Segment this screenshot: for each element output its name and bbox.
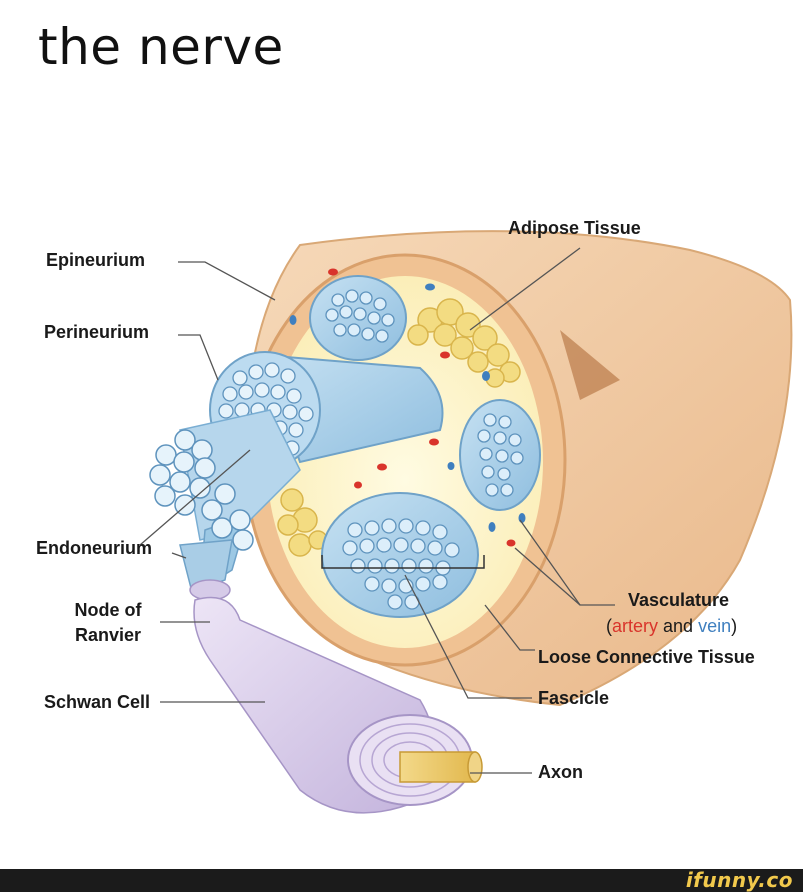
leader-lines	[139, 247, 615, 774]
label-node-line1: Node of	[74, 600, 142, 620]
label-node-of-ranvier: Node of Ranvier	[58, 600, 158, 646]
label-vein: vein	[698, 616, 732, 636]
label-artery-vein: (artery and vein)	[606, 616, 737, 637]
watermark-logo: ifunny.co	[685, 868, 793, 892]
axon-dots	[325, 289, 524, 610]
blood-vessels	[289, 268, 526, 547]
adipose-tissue	[277, 298, 521, 557]
footer-bar	[0, 869, 803, 892]
label-vasculature: Vasculature	[628, 590, 730, 610]
fiber-ends	[149, 429, 254, 551]
vasc-and: and	[658, 616, 699, 636]
label-node-line2: Ranvier	[74, 625, 142, 645]
label-epineurium: Epineurium	[46, 250, 146, 270]
label-endoneurium: Endoneurium	[36, 538, 152, 558]
page-title: the nerve	[38, 18, 284, 76]
label-perineurium: Perineurium	[44, 322, 150, 342]
vasc-close-paren: )	[731, 616, 738, 636]
vasc-open-paren: (	[606, 616, 612, 636]
axon	[399, 751, 483, 783]
label-adipose-tissue: Adipose Tissue	[508, 218, 641, 238]
label-artery: artery	[612, 616, 659, 636]
label-schwan-cell: Schwan Cell	[44, 692, 151, 712]
label-axon: Axon	[538, 762, 583, 782]
label-loose-connective-tissue: Loose Connective Tissue	[538, 647, 755, 667]
fascicle-bracket	[321, 555, 485, 569]
label-fascicle: Fascicle	[538, 688, 610, 708]
